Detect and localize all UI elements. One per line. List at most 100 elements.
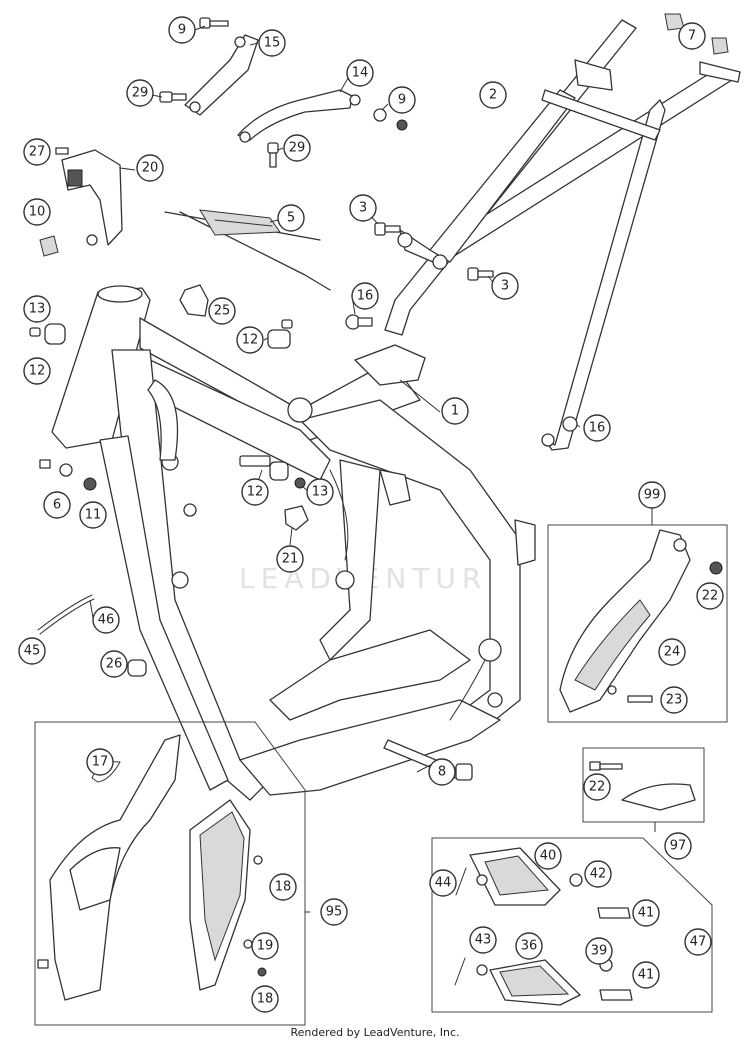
callout-7: 7 xyxy=(678,22,706,50)
callout-12-left: 12 xyxy=(23,357,51,385)
callout-39: 39 xyxy=(585,937,613,965)
callout-19: 19 xyxy=(251,932,279,960)
svg-text:8: 8 xyxy=(438,765,446,780)
callout-36: 36 xyxy=(515,932,543,960)
svg-text:26: 26 xyxy=(106,657,123,672)
callout-17: 17 xyxy=(86,748,114,776)
svg-text:40: 40 xyxy=(540,849,557,864)
svg-text:10: 10 xyxy=(29,205,46,220)
callout-3-top: 3 xyxy=(349,194,377,222)
svg-text:43: 43 xyxy=(475,933,492,948)
callout-29-left: 29 xyxy=(126,79,154,107)
small-parts xyxy=(29,13,729,781)
svg-text:42: 42 xyxy=(590,867,607,882)
callout-13-lower: 13 xyxy=(306,478,334,506)
callout-47: 46 xyxy=(92,606,120,634)
svg-text:36: 36 xyxy=(521,939,538,954)
callout-43: 43 xyxy=(469,926,497,954)
callout-8: 8 xyxy=(428,758,456,786)
svg-text:15: 15 xyxy=(264,36,281,51)
callout-14: 14 xyxy=(346,59,374,87)
callout-99: 99 xyxy=(638,481,666,509)
svg-text:20: 20 xyxy=(142,161,159,176)
callout-9-right: 9 xyxy=(388,86,416,114)
callout-21: 21 xyxy=(276,545,304,573)
callout-18-top: 18 xyxy=(269,873,297,901)
callout-44: 44 xyxy=(429,869,457,897)
callout-23: 23 xyxy=(660,686,688,714)
svg-text:3: 3 xyxy=(359,201,367,216)
svg-text:18: 18 xyxy=(257,992,274,1007)
svg-text:25: 25 xyxy=(214,304,231,319)
callout-45: 47 xyxy=(684,928,712,956)
svg-text:19: 19 xyxy=(257,939,274,954)
subframe xyxy=(384,19,741,451)
callout-6: 6 xyxy=(43,491,71,519)
svg-text:22: 22 xyxy=(589,780,606,795)
callout-97: 97 xyxy=(664,832,692,860)
callout-18-lower: 18 xyxy=(251,985,279,1013)
frame-protector-box xyxy=(34,721,306,1026)
callout-22-lower: 22 xyxy=(583,773,611,801)
callout-13-left: 13 xyxy=(23,295,51,323)
callout-10: 10 xyxy=(23,198,51,226)
svg-text:13: 13 xyxy=(29,302,46,317)
svg-text:12: 12 xyxy=(242,333,259,348)
callout-29-mid: 29 xyxy=(283,134,311,162)
svg-text:29: 29 xyxy=(132,86,149,101)
callout-16-right: 16 xyxy=(583,414,611,442)
svg-text:13: 13 xyxy=(312,485,329,500)
sidestand-box xyxy=(547,524,728,723)
callout-3-lower: 3 xyxy=(491,272,519,300)
svg-text:5: 5 xyxy=(287,211,295,226)
svg-text:45: 45 xyxy=(24,644,41,659)
svg-text:44: 44 xyxy=(435,876,452,891)
svg-text:97: 97 xyxy=(670,839,687,854)
svg-text:2: 2 xyxy=(489,88,497,103)
svg-text:16: 16 xyxy=(589,421,606,436)
svg-text:21: 21 xyxy=(282,552,299,567)
callout-27: 27 xyxy=(23,138,51,166)
svg-text:41: 41 xyxy=(638,906,655,921)
svg-text:7: 7 xyxy=(688,29,696,44)
callout-26: 26 xyxy=(100,650,128,678)
callout-2: 2 xyxy=(479,81,507,109)
callout-12-lower: 12 xyxy=(241,478,269,506)
callout-46: 45 xyxy=(18,637,46,665)
svg-text:16: 16 xyxy=(357,289,374,304)
svg-text:29: 29 xyxy=(289,141,306,156)
svg-text:12: 12 xyxy=(29,364,46,379)
svg-text:18: 18 xyxy=(275,880,292,895)
svg-text:9: 9 xyxy=(398,93,406,108)
callout-25: 25 xyxy=(208,297,236,325)
svg-text:95: 95 xyxy=(326,905,343,920)
callout-16-top: 16 xyxy=(351,282,379,310)
callout-11: 11 xyxy=(79,501,107,529)
svg-text:6: 6 xyxy=(53,498,61,513)
svg-text:22: 22 xyxy=(702,589,719,604)
bumper-box xyxy=(582,747,705,823)
callout-5: 5 xyxy=(277,204,305,232)
svg-text:1: 1 xyxy=(451,404,459,419)
callout-42: 42 xyxy=(584,860,612,888)
main-frame xyxy=(51,285,536,801)
callout-15: 15 xyxy=(258,29,286,57)
footer-credit: Rendered by LeadVenture, Inc. xyxy=(290,1026,460,1039)
svg-text:24: 24 xyxy=(664,645,681,660)
svg-text:11: 11 xyxy=(85,508,102,523)
svg-text:41: 41 xyxy=(638,968,655,983)
callout-40: 40 xyxy=(534,842,562,870)
callout-41-top: 41 xyxy=(632,899,660,927)
svg-text:3: 3 xyxy=(501,279,509,294)
svg-text:12: 12 xyxy=(247,485,264,500)
footpeg-box xyxy=(431,837,713,1013)
svg-text:23: 23 xyxy=(666,693,683,708)
svg-text:27: 27 xyxy=(29,145,46,160)
svg-text:46: 46 xyxy=(98,613,115,628)
svg-text:47: 47 xyxy=(690,935,707,950)
callout-12-center: 12 xyxy=(236,326,264,354)
callout-20: 20 xyxy=(136,154,164,182)
svg-text:39: 39 xyxy=(591,944,608,959)
svg-text:14: 14 xyxy=(352,66,369,81)
